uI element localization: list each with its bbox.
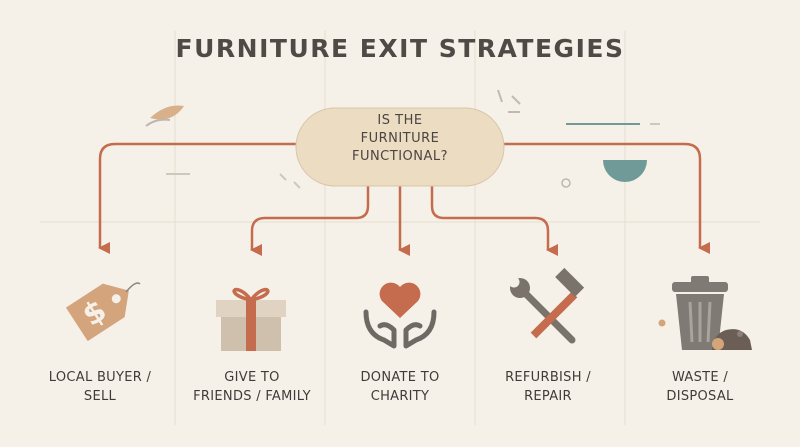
option-label-line-2: SELL [83,389,117,404]
teal-bowl-icon [603,160,647,182]
option-label-local-buyer: LOCAL BUYER / SELL [25,368,175,406]
decorative-accents [145,89,666,327]
option-label-line-1: DONATE TO [360,370,440,385]
option-label-line-2: FRIENDS / FAMILY [193,389,311,404]
connector-arrows [98,142,710,256]
option-label-line-1: REFURBISH / [505,370,591,385]
option-label-donate: DONATE TO CHARITY [325,368,475,406]
arrow-to-waste [500,142,710,254]
price-tag-icon: $ [65,283,129,342]
option-label-give-friends: GIVE TO FRIENDS / FAMILY [177,368,327,406]
arrow-to-give-friends [250,186,370,256]
decision-line-2: FURNITURE [360,131,440,146]
option-label-waste: WASTE / DISPOSAL [625,368,775,406]
option-label-refurbish: REFURBISH / REPAIR [473,368,623,406]
option-label-line-1: GIVE TO [224,370,280,385]
decision-text: IS THE FURNITURE FUNCTIONAL? [300,112,500,166]
gift-icon [216,288,286,351]
diagram-title: FURNITURE EXIT STRATEGIES [175,34,625,63]
arrow-to-refurbish [430,186,558,256]
decision-line-1: IS THE [377,113,423,128]
option-label-line-2: CHARITY [370,389,430,404]
heart-hands-icon [363,282,437,349]
option-label-line-1: WASTE / [671,370,729,385]
wrench-hammer-icon [508,267,585,344]
decision-line-3: FUNCTIONAL? [351,149,449,164]
option-label-line-1: LOCAL BUYER / [48,370,152,385]
option-label-line-2: REPAIR [524,389,572,404]
decision-node [295,107,505,187]
option-label-line-2: DISPOSAL [666,389,734,404]
arrow-to-local-buyer [98,142,300,254]
trash-can-icon [672,276,752,350]
